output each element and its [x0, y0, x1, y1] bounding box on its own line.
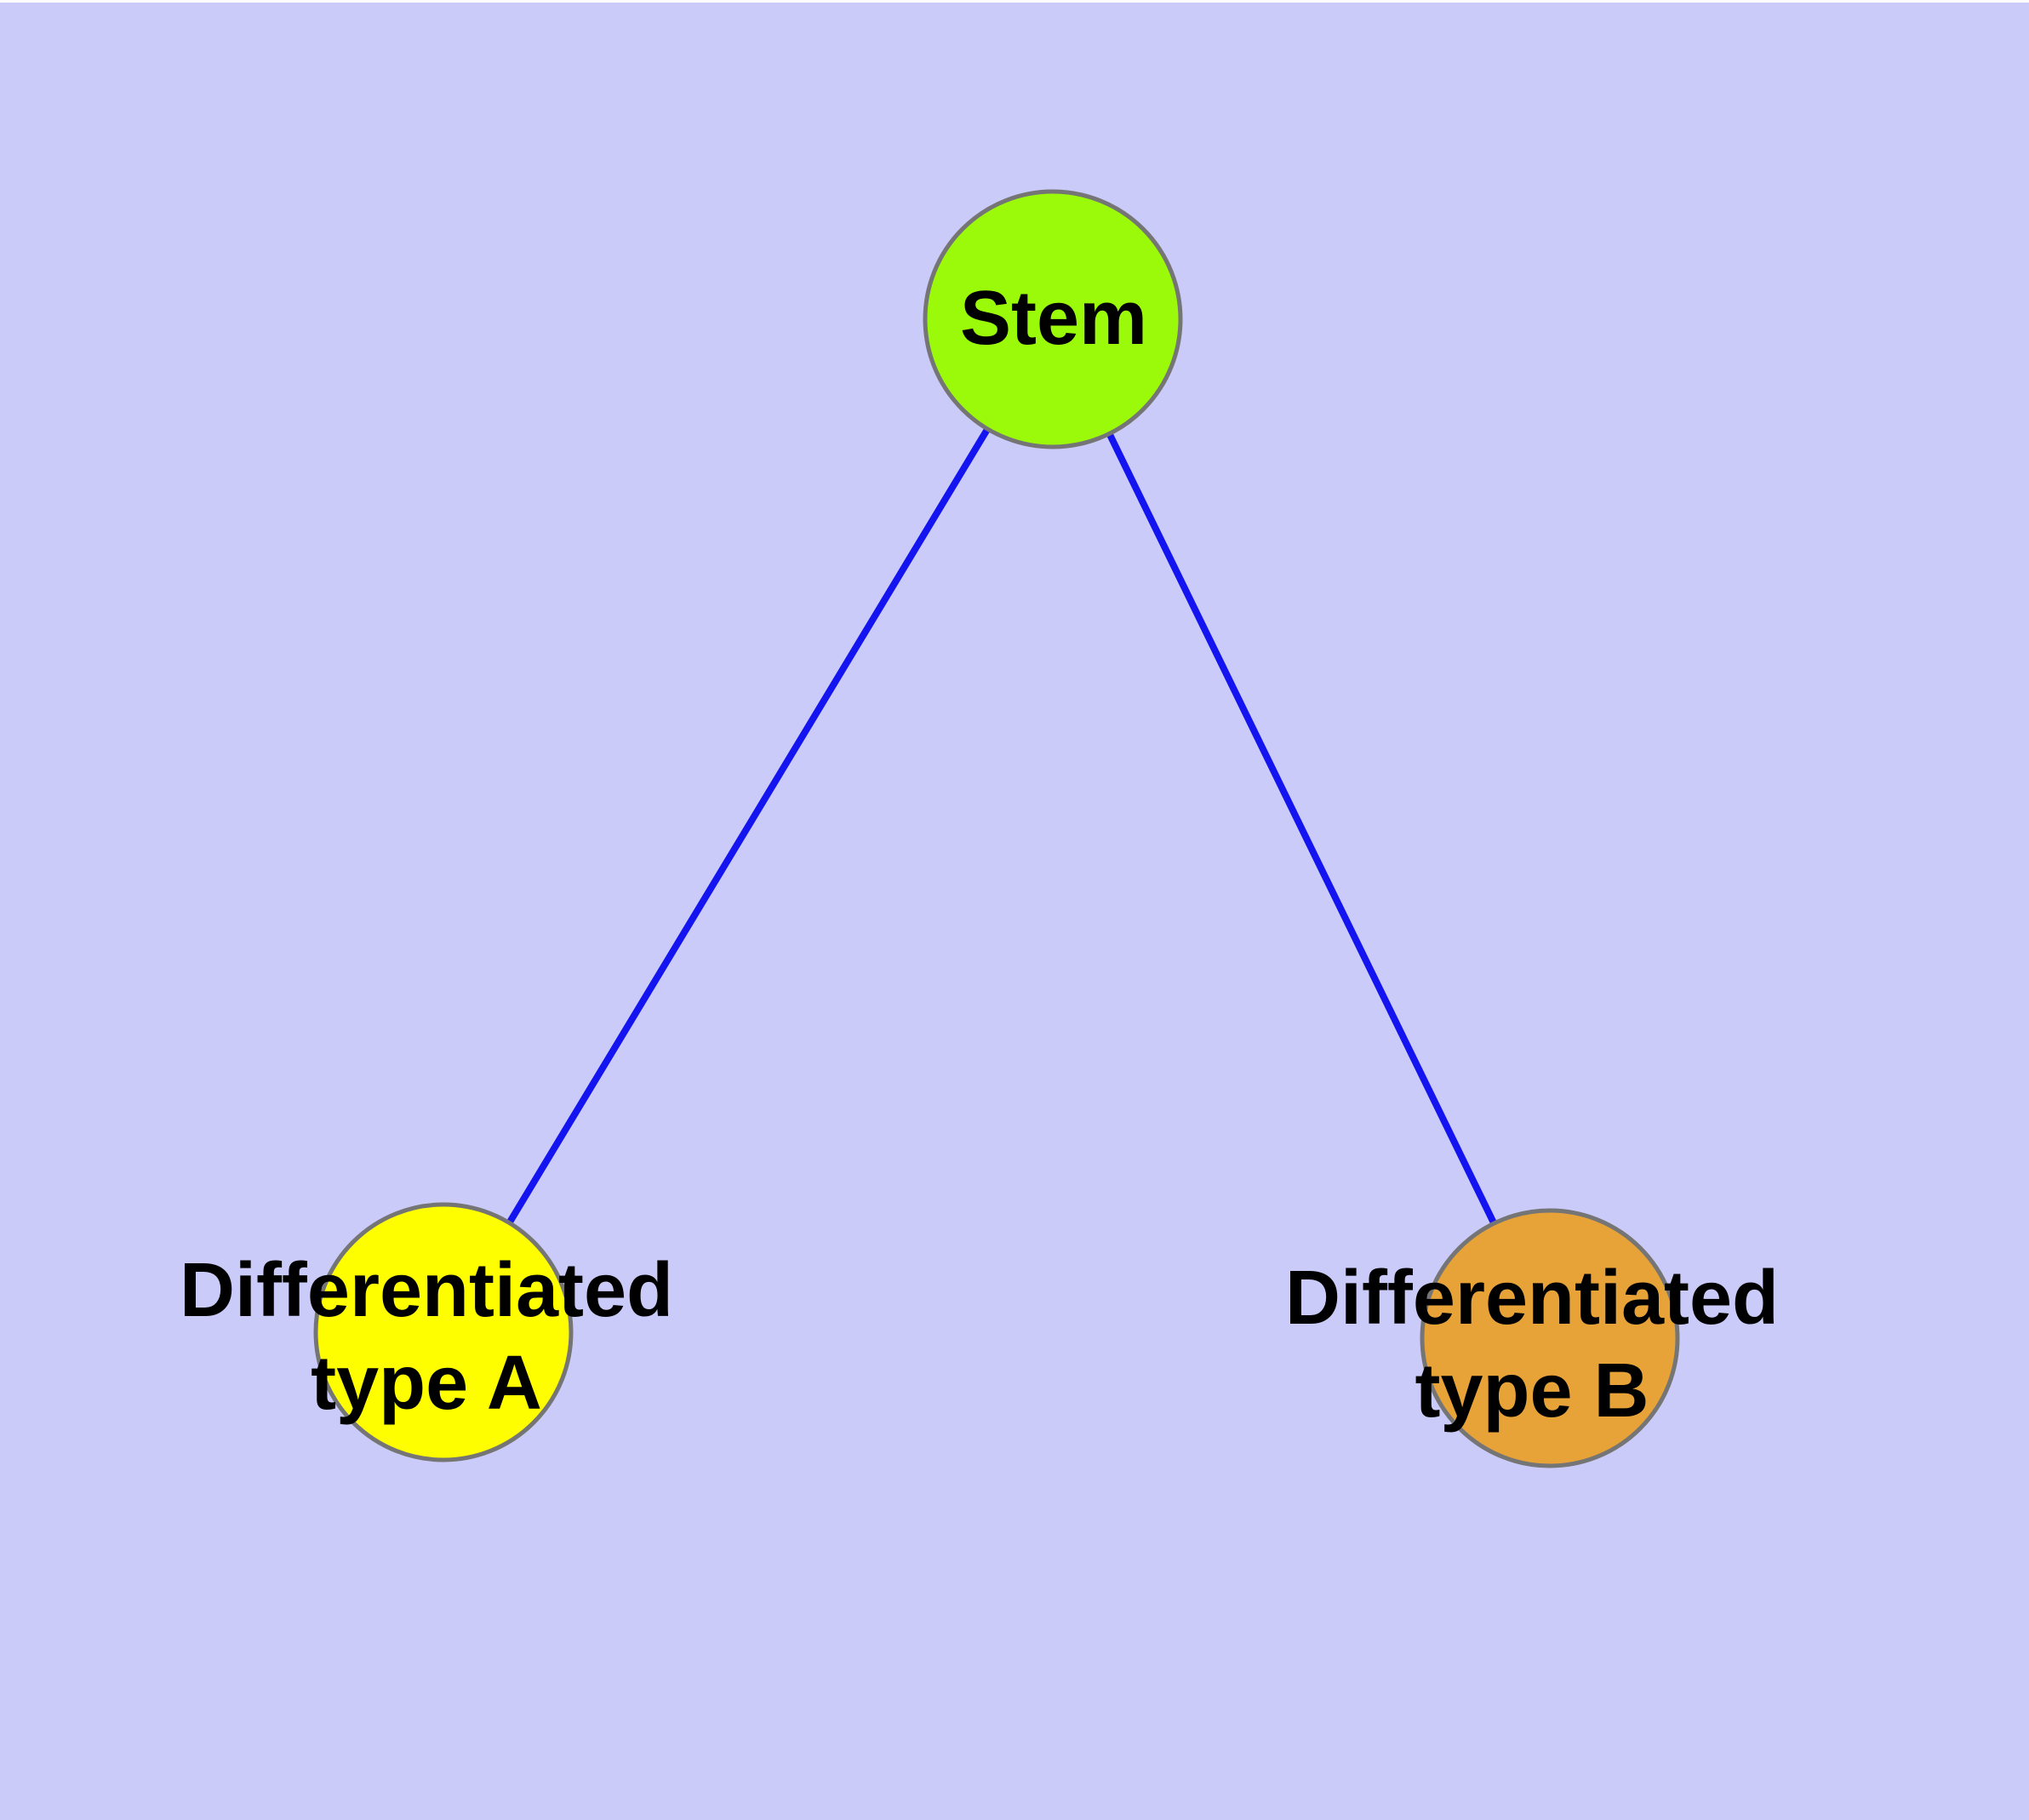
top-margin-strip — [0, 0, 2029, 3]
edge-stem-to-type-b — [1050, 318, 1553, 1340]
node-stem — [923, 189, 1183, 449]
node-differentiated-type-b — [1420, 1208, 1680, 1468]
node-type-a-label-line2: type A — [311, 1341, 542, 1426]
node-differentiated-type-a — [313, 1202, 574, 1462]
node-type-b-label-line2: type B — [1415, 1348, 1649, 1434]
node-type-b-label-line1: Differentiated — [1285, 1256, 1779, 1341]
node-stem-label: Stem — [960, 276, 1147, 361]
edge-stem-to-type-a — [440, 317, 1057, 1335]
node-type-a-label-line1: Differentiated — [180, 1248, 673, 1333]
